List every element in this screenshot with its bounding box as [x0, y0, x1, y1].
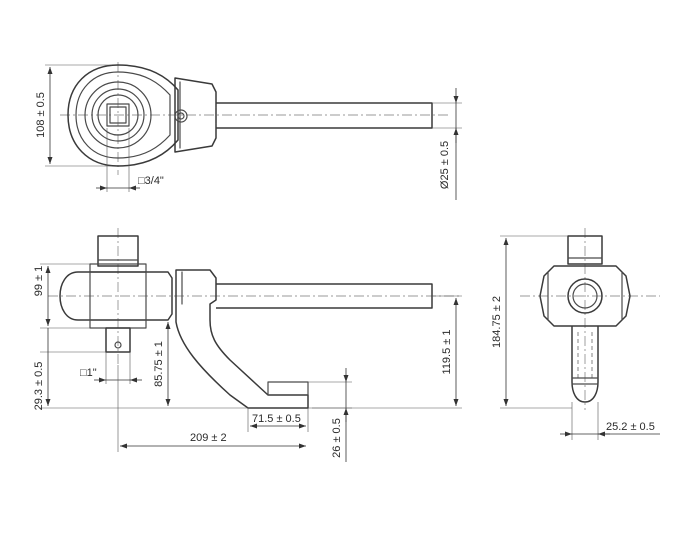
dim-arm-height: 85.75 ± 1 — [153, 341, 165, 387]
dim-arm-reach: 71.5 ± 0.5 — [252, 413, 301, 425]
top-view: 108 ± 0.5 □3/4" Ø25 ± 0.5 — [35, 62, 462, 200]
front-view: 99 ± 1 29.3 ± 0.5 □1" 85.75 ± 1 71.5 ± 0… — [33, 228, 462, 462]
side-view: 184.75 ± 2 25.2 ± 0.5 — [491, 228, 660, 440]
dim-base-offset: 29.3 ± 0.5 — [33, 362, 45, 411]
dim-head-height: 99 ± 1 — [33, 266, 45, 297]
dim-overall-length: 209 ± 2 — [190, 432, 227, 444]
dim-side-height: 184.75 ± 2 — [491, 296, 503, 348]
dim-side-width: 25.2 ± 0.5 — [606, 421, 655, 433]
dim-top-height: 108 ± 0.5 — [35, 92, 47, 138]
dim-square-drive-bottom: □1" — [80, 367, 97, 379]
dim-handle-height: 119.5 ± 1 — [441, 330, 453, 375]
dim-handle-diameter: Ø25 ± 0.5 — [439, 141, 451, 189]
dim-foot-height: 26 ± 0.5 — [331, 418, 343, 458]
dim-square-drive-top: □3/4" — [138, 175, 164, 187]
